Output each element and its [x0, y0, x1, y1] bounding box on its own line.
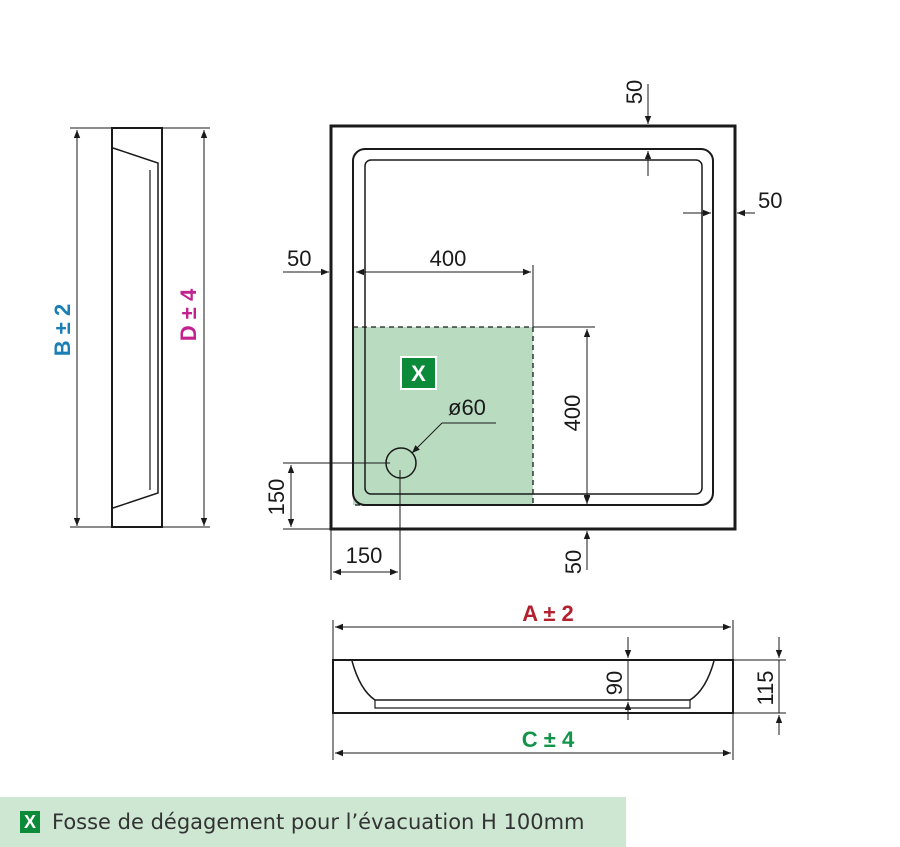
zone-badge [400, 356, 437, 390]
dim-left-50: 50 [287, 246, 311, 271]
tray-outer-edge [329, 124, 737, 531]
side-profile-outline [111, 127, 163, 528]
side-view: B ± 2 D ± 4 [50, 127, 210, 528]
front-drain-base [374, 700, 691, 709]
front-view: A ± 2 C ± 4 90 115 [332, 601, 786, 760]
drain-leader [411, 422, 443, 454]
legend-bar: X Fosse de dégagement pour l’évacuation … [0, 797, 626, 847]
label-c: C ± 4 [522, 727, 575, 752]
front-profile-outline [332, 659, 734, 714]
top-view: X ø60 50 50 50 400 400 50 150 [264, 80, 782, 580]
zone-badge-label: X [411, 361, 426, 386]
dim-150-horizontal: 150 [346, 543, 383, 568]
zone-dashed-border [353, 326, 534, 506]
legend-text: Fosse de dégagement pour l’évacuation H … [52, 810, 585, 834]
dim-90: 90 [602, 671, 627, 695]
drain-clearance-zone [353, 327, 533, 505]
dim-bottom-50: 50 [561, 550, 586, 574]
dim-400-vertical: 400 [560, 395, 585, 432]
dim-115: 115 [753, 670, 778, 705]
front-basin-curve [351, 660, 715, 701]
drain-diameter-label: ø60 [448, 395, 486, 420]
dim-150-vertical: 150 [264, 479, 289, 516]
dim-400-horizontal: 400 [430, 246, 467, 271]
label-a: A ± 2 [522, 601, 574, 626]
label-b: B ± 2 [50, 304, 75, 356]
side-basin-curve [112, 147, 159, 509]
label-d: D ± 4 [176, 288, 201, 341]
legend-badge: X [20, 811, 40, 833]
dim-right-50: 50 [758, 188, 782, 213]
dim-top-50: 50 [622, 80, 647, 104]
